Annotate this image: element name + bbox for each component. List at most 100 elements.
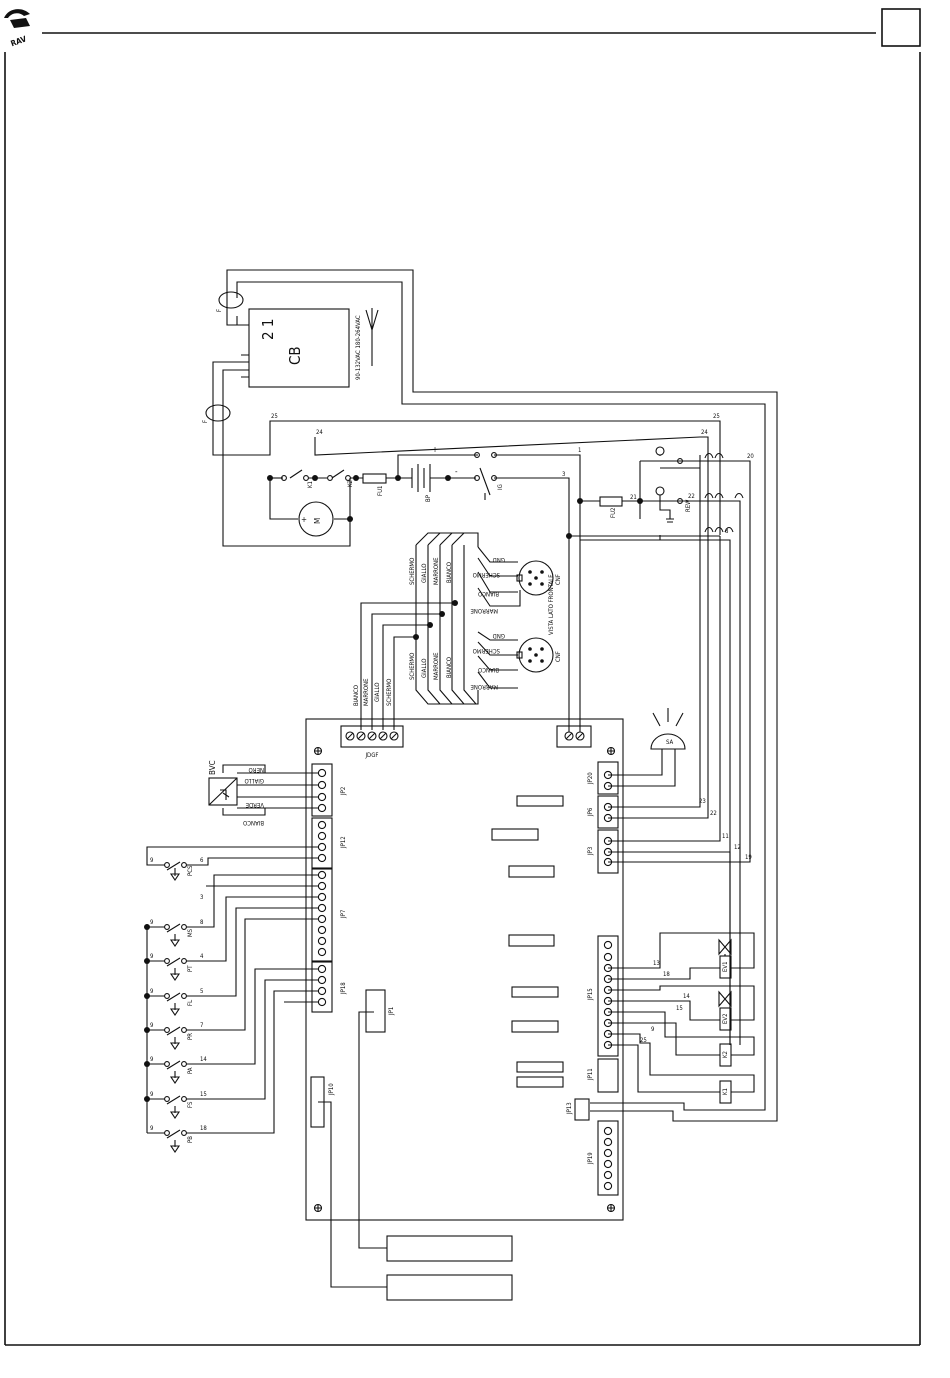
sensor-pa: PA xyxy=(187,1067,194,1074)
svg-text:3: 3 xyxy=(562,471,565,478)
right-wiring xyxy=(608,455,751,1045)
motor: M + xyxy=(269,478,353,537)
cn1-marrone: MARRONE xyxy=(470,607,498,614)
svg-text:9: 9 xyxy=(150,988,154,995)
svg-text:14: 14 xyxy=(200,1056,207,1063)
fu1-label: FU1 xyxy=(377,486,384,497)
svg-text:19: 19 xyxy=(745,854,752,861)
jp2-label: JP2 xyxy=(340,787,347,796)
tap-marrone: MARRONE xyxy=(363,678,370,706)
svg-text:8: 8 xyxy=(725,528,729,535)
k1-coil-label: K1 xyxy=(722,1088,729,1095)
svg-text:9: 9 xyxy=(150,919,154,926)
svg-text:+: + xyxy=(301,515,307,524)
bvc-giallo: GIALLO xyxy=(244,777,264,784)
mount-hole-icon xyxy=(313,746,616,1213)
svg-text:24: 24 xyxy=(316,429,323,436)
power-row: FU1 + - BP IG K1 K2 xyxy=(228,420,721,540)
svg-text:25: 25 xyxy=(640,1037,647,1044)
sensor-ms: MS xyxy=(187,928,194,937)
cb-pins: 2 1 xyxy=(259,319,277,340)
svg-text:18: 18 xyxy=(663,971,670,978)
svg-text:21: 21 xyxy=(630,494,637,501)
fu2-label: FU2 xyxy=(610,508,617,519)
svg-text:18: 18 xyxy=(200,1125,207,1132)
jp19-label: JP19 xyxy=(587,1152,594,1165)
svg-text:25: 25 xyxy=(271,413,278,420)
svg-text:23: 23 xyxy=(699,798,706,805)
page-number-box xyxy=(881,8,921,47)
tap-bianco: BIANCO xyxy=(353,685,360,706)
bp-label: BP xyxy=(425,494,432,502)
sensor-pcs: PCS xyxy=(187,865,194,876)
jp12-label: JP12 xyxy=(340,836,347,849)
right-terminals xyxy=(603,770,613,1191)
svg-text:7: 7 xyxy=(200,1022,203,1029)
svg-text:22: 22 xyxy=(710,810,717,817)
jp1-label: JP1 xyxy=(388,1007,395,1016)
left-sensors: PCS MS PT FL PR xyxy=(144,846,318,1153)
cnf1-label: CNF xyxy=(555,574,562,585)
bp-plus: + xyxy=(432,445,438,454)
cb-loop-wires: F F xyxy=(202,269,778,1122)
bundle1-bianco: BIANCO xyxy=(446,562,453,583)
rew-label: REW xyxy=(685,499,692,512)
jp6-label: JP6 xyxy=(587,807,594,817)
svg-text:11: 11 xyxy=(722,833,729,840)
wire-numbers: 25 24 25 24 20 21 22 3 1 8 23 22 11 12 1… xyxy=(150,413,754,1132)
svg-text:3: 3 xyxy=(200,894,203,901)
cn2-bianco: BIANCO xyxy=(478,666,499,673)
view-front-label: VISTA LATO FRONTALE xyxy=(548,574,555,635)
cn1-schermo: SCHERMO xyxy=(473,571,500,578)
sensor-fl: FL xyxy=(187,1000,194,1006)
cb-supply: 90-132VAC 180-264VAC xyxy=(355,315,362,380)
cnf2-label: CNF xyxy=(555,651,562,662)
bundle2-marrone: MARRONE xyxy=(433,652,440,680)
bundle1-marrone: MARRONE xyxy=(433,557,440,585)
right-power: FU2 REW xyxy=(566,446,751,1045)
jp3-label: JP3 xyxy=(587,847,594,856)
k1-label: K1 xyxy=(307,481,314,488)
svg-text:8: 8 xyxy=(200,919,204,926)
jp7-label: JP7 xyxy=(340,910,347,919)
bundle2-schermo: SCHERMO xyxy=(409,653,416,680)
cb-block: CB 2 1 90-132VAC 180-264VAC xyxy=(241,308,379,388)
tap-giallo: GIALLO xyxy=(374,682,381,702)
jp18-label: JP18 xyxy=(340,982,347,995)
sensor-pb: PB xyxy=(187,1136,194,1143)
bundle1-schermo: SCHERMO xyxy=(409,558,416,585)
svg-text:5: 5 xyxy=(200,988,203,995)
svg-text:9: 9 xyxy=(651,1026,655,1033)
sensor-pr: PR xyxy=(187,1033,194,1040)
jp15-label: JP15 xyxy=(587,988,594,1001)
bvc: BVC NERO GIALLO VERDE BIANCO xyxy=(208,760,318,826)
ev1-label: EV1 xyxy=(722,961,729,972)
svg-text:9: 9 xyxy=(150,857,154,864)
cn1-bianco: BIANCO xyxy=(478,590,499,597)
rav-logo-icon: RAV xyxy=(4,9,30,48)
k2-coil-label: K2 xyxy=(722,1051,729,1058)
motor-label: M xyxy=(313,518,322,524)
svg-text:14: 14 xyxy=(683,993,690,1000)
cn1-gnd: GND xyxy=(493,556,505,563)
svg-text:15: 15 xyxy=(200,1091,207,1098)
svg-text:15: 15 xyxy=(676,1005,683,1012)
left-terminals xyxy=(317,768,327,1007)
svg-text:24: 24 xyxy=(701,429,708,436)
cn2-schermo: SCHERMO xyxy=(473,647,500,654)
svg-text:9: 9 xyxy=(150,1056,154,1063)
external-modules xyxy=(318,1011,513,1301)
cn2-gnd: GND xyxy=(493,632,505,639)
svg-text:-: - xyxy=(455,467,458,476)
jp10-label: JP10 xyxy=(328,1083,335,1096)
ev2-label: EV2 xyxy=(722,1013,729,1024)
svg-text:20: 20 xyxy=(747,453,754,460)
top-conn-label: JDGF xyxy=(364,752,378,759)
valves: EV1 EV2 K2 K1 xyxy=(608,932,755,1104)
siren-sa: SA xyxy=(608,708,686,787)
fuse-bot-label: F xyxy=(202,420,209,423)
bvc-verde: VERDE xyxy=(245,801,264,808)
sensor-fs: FS xyxy=(187,1101,194,1108)
fuse-top-label: F xyxy=(216,309,223,312)
svg-text:9: 9 xyxy=(150,1022,154,1029)
